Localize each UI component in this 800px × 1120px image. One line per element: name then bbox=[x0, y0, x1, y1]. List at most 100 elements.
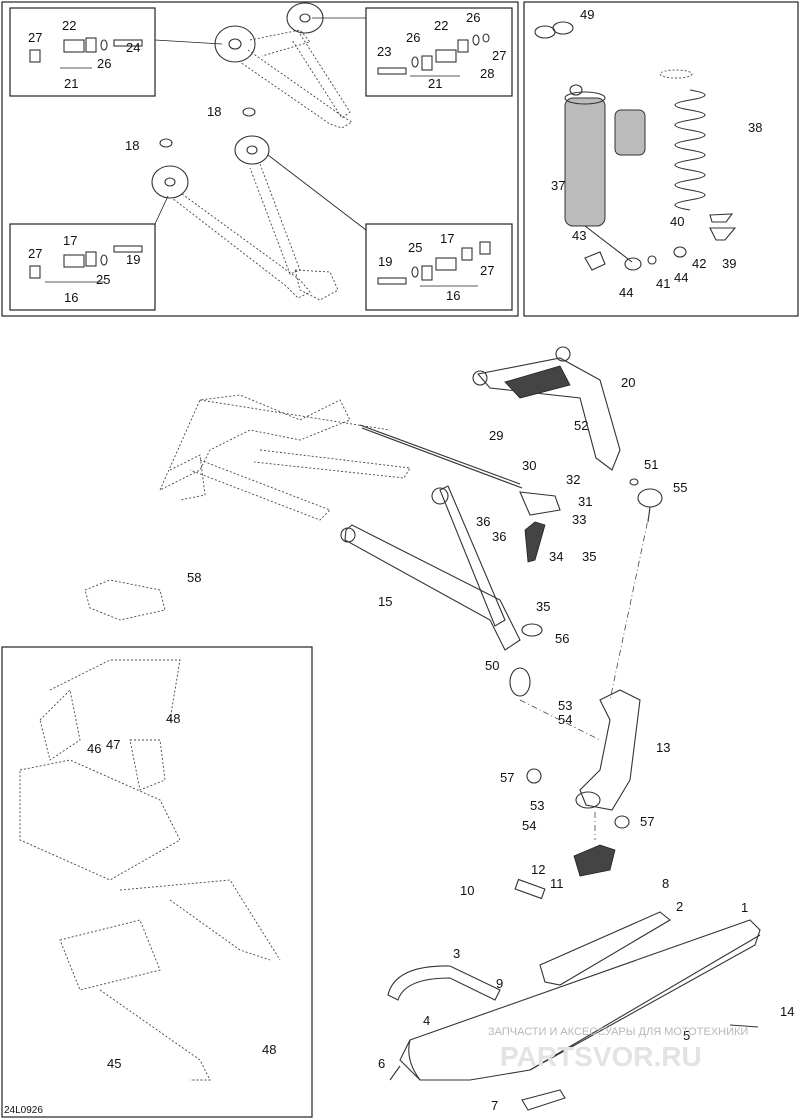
inset-hardware-upper-left bbox=[29, 37, 143, 69]
callout-4: 4 bbox=[423, 1013, 430, 1028]
callout-57a: 57 bbox=[500, 770, 514, 785]
callout-33: 33 bbox=[572, 512, 586, 527]
callout-11: 11 bbox=[550, 876, 564, 891]
callout-51: 51 bbox=[644, 457, 658, 472]
callout-45: 45 bbox=[107, 1056, 121, 1071]
callout-5: 5 bbox=[683, 1028, 690, 1043]
inset-lower-right bbox=[365, 223, 513, 311]
callout-9: 9 bbox=[496, 976, 503, 991]
callout-48a: 48 bbox=[166, 711, 180, 726]
callout-55: 55 bbox=[673, 480, 687, 495]
callout-53a: 53 bbox=[558, 698, 572, 713]
callout-35a: 35 bbox=[582, 549, 596, 564]
callout-12: 12 bbox=[531, 862, 545, 877]
inset-upper-right bbox=[365, 7, 513, 97]
callout-6: 6 bbox=[378, 1056, 385, 1071]
callout-3: 3 bbox=[453, 946, 460, 961]
callout-42: 42 bbox=[692, 256, 706, 271]
callout-26c: 26 bbox=[466, 10, 480, 25]
ski-block-12 bbox=[573, 844, 616, 877]
inset-hardware-upper-right bbox=[377, 33, 490, 77]
callout-32: 32 bbox=[566, 472, 580, 487]
upper-a-arm-detail-frame bbox=[1, 1, 519, 317]
callout-58: 58 bbox=[187, 570, 201, 585]
callout-53b: 53 bbox=[530, 798, 544, 813]
callout-19a: 19 bbox=[126, 252, 140, 267]
callout-27b: 27 bbox=[492, 48, 506, 63]
frame-overview-illustration bbox=[19, 659, 281, 1081]
callout-37: 37 bbox=[551, 178, 565, 193]
inset-hardware-lower-left bbox=[29, 245, 143, 283]
callout-36a: 36 bbox=[476, 514, 490, 529]
callout-36b: 36 bbox=[492, 529, 506, 544]
callout-52: 52 bbox=[574, 418, 588, 433]
callout-16b: 16 bbox=[446, 288, 460, 303]
callout-21a: 21 bbox=[64, 76, 78, 91]
callout-26a: 26 bbox=[97, 56, 111, 71]
chassis-front-illustration bbox=[159, 394, 411, 521]
callout-24: 24 bbox=[126, 40, 140, 55]
callout-15: 15 bbox=[378, 594, 392, 609]
callout-39: 39 bbox=[722, 256, 736, 271]
shock-spring-illustration bbox=[659, 69, 706, 211]
callout-41: 41 bbox=[656, 276, 670, 291]
callout-7: 7 bbox=[491, 1098, 498, 1113]
callout-40: 40 bbox=[670, 214, 684, 229]
callout-54a: 54 bbox=[558, 712, 572, 727]
watermark-logo: PARTSVOR.RU bbox=[500, 1041, 702, 1072]
callout-8: 8 bbox=[662, 876, 669, 891]
lower-a-arm-15 bbox=[340, 485, 521, 651]
spindle-13 bbox=[575, 689, 641, 811]
callout-22b: 22 bbox=[434, 18, 448, 33]
callout-13: 13 bbox=[656, 740, 670, 755]
inset-upper-left bbox=[9, 7, 156, 97]
callout-14: 14 bbox=[780, 1004, 794, 1019]
shock-detail-frame bbox=[523, 1, 799, 317]
spacer-11 bbox=[514, 878, 546, 900]
upper-a-arm-illustration bbox=[214, 2, 353, 129]
callout-17b: 17 bbox=[440, 231, 454, 246]
callout-30: 30 bbox=[522, 458, 536, 473]
callout-17a: 17 bbox=[63, 233, 77, 248]
handle-3 bbox=[387, 965, 501, 1001]
watermark-text: ЗАПЧАСТИ И АКСЕССУАРЫ ДЛЯ МОТОТЕХНИКИ bbox=[488, 1026, 748, 1038]
bracket-58 bbox=[84, 579, 166, 621]
callout-25b: 25 bbox=[408, 240, 422, 255]
upper-a-arm-20 bbox=[472, 346, 621, 471]
callout-44a: 44 bbox=[674, 270, 688, 285]
callout-10: 10 bbox=[460, 883, 474, 898]
callout-26b: 26 bbox=[406, 30, 420, 45]
sway-bar-link-34 bbox=[524, 521, 546, 563]
callout-48b: 48 bbox=[262, 1042, 276, 1057]
frame-overview-frame bbox=[1, 646, 313, 1118]
callout-29: 29 bbox=[489, 428, 503, 443]
callout-47: 47 bbox=[106, 737, 120, 752]
runner-7 bbox=[521, 1089, 566, 1111]
callout-16a: 16 bbox=[64, 290, 78, 305]
callout-27d: 27 bbox=[480, 263, 494, 278]
callout-20: 20 bbox=[621, 375, 635, 390]
lower-a-arm-illustration bbox=[151, 135, 339, 301]
callout-38: 38 bbox=[748, 120, 762, 135]
callout-46: 46 bbox=[87, 741, 101, 756]
inset-hardware-lower-right bbox=[377, 241, 491, 287]
callout-35b: 35 bbox=[536, 599, 550, 614]
callout-49: 49 bbox=[580, 7, 594, 22]
callout-23: 23 bbox=[377, 44, 391, 59]
ski-1 bbox=[399, 919, 761, 1081]
wear-plate-2 bbox=[539, 911, 671, 986]
inset-lower-left bbox=[9, 223, 156, 311]
shock-absorber-illustration bbox=[564, 84, 646, 271]
callout-19b: 19 bbox=[378, 254, 392, 269]
callout-27c: 27 bbox=[28, 246, 42, 261]
callout-18b: 18 bbox=[125, 138, 139, 153]
callout-44b: 44 bbox=[619, 285, 633, 300]
callout-43: 43 bbox=[572, 228, 586, 243]
callout-54b: 54 bbox=[522, 818, 536, 833]
callout-57b: 57 bbox=[640, 814, 654, 829]
callout-28: 28 bbox=[480, 66, 494, 81]
callout-50: 50 bbox=[485, 658, 499, 673]
drawing-code: 24L0926 bbox=[4, 1105, 43, 1116]
callout-2: 2 bbox=[676, 899, 683, 914]
